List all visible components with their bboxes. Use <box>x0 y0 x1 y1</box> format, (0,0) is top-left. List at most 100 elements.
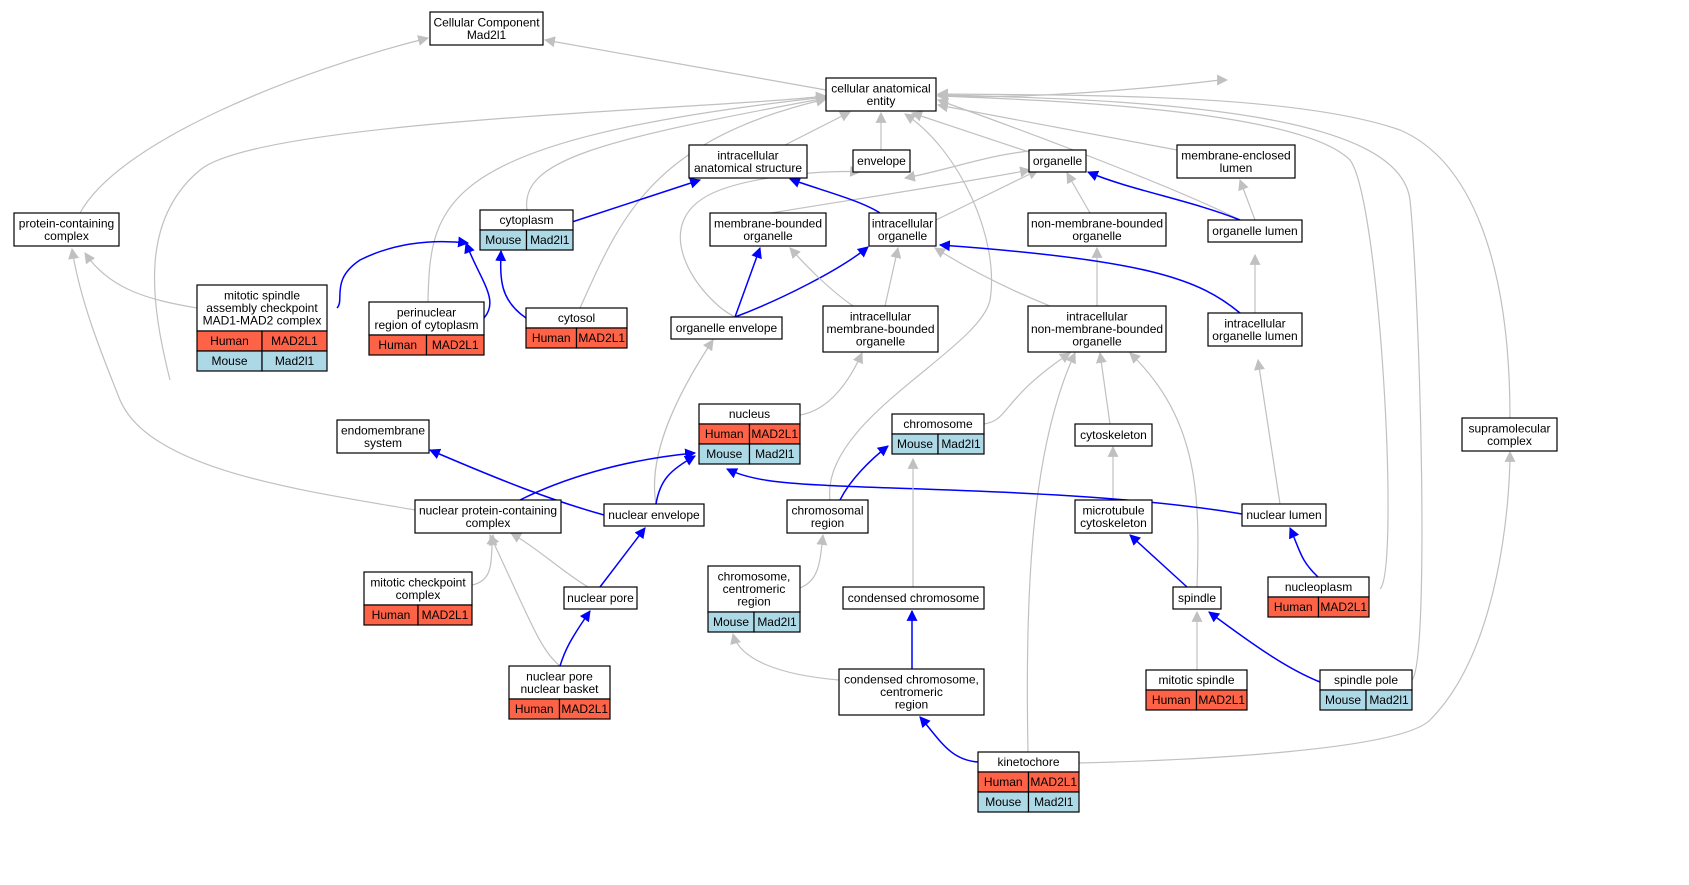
node-label: nuclear envelope <box>608 508 700 522</box>
edge-nplasm-nlum <box>1289 526 1319 578</box>
node-box <box>603 503 705 527</box>
node-olum[interactable]: organelle lumen <box>1207 219 1303 243</box>
edge-npore-npcc <box>510 532 589 588</box>
node-label: spindle <box>1178 591 1216 605</box>
node-box <box>825 77 937 112</box>
node-box <box>1027 212 1167 247</box>
edge-olum-org <box>1086 170 1241 221</box>
gene-label: MAD2L1 <box>561 702 608 716</box>
node-label: non-membrane-bounded <box>1031 216 1163 230</box>
node-label: membrane-bounded <box>714 216 822 230</box>
node-cysk[interactable]: cytoskeleton <box>1074 423 1153 447</box>
node-label: perinuclear <box>397 305 456 319</box>
gene-cell <box>1027 791 1080 813</box>
edge-npcc-pcc <box>68 247 416 511</box>
node-nenv[interactable]: nuclear envelope <box>603 503 705 527</box>
species-label: Mouse <box>897 437 933 451</box>
node-box <box>196 284 328 332</box>
species-label: Human <box>378 338 417 352</box>
node-box <box>363 571 473 606</box>
node-env[interactable]: envelope <box>852 149 911 173</box>
node-label: organelle <box>856 335 906 349</box>
edge-oenv-mbo <box>734 246 762 318</box>
node-label: intracellular <box>850 310 911 324</box>
node-label: complex <box>466 516 511 530</box>
node-npore[interactable]: nuclear pore <box>563 586 638 610</box>
node-label: nuclear pore <box>567 591 634 605</box>
edge-olum-cae <box>936 98 1241 221</box>
edge-imbo-mbo <box>789 247 854 307</box>
node-box <box>1207 312 1303 347</box>
node-box <box>1027 305 1167 353</box>
node-label: nuclear lumen <box>1246 508 1321 522</box>
edge-org-env-gap <box>903 149 1051 182</box>
node-label: Cellular Component <box>433 15 540 29</box>
gene-cell <box>1317 596 1370 618</box>
edge-npnb-npcc <box>489 534 561 667</box>
gene-cell <box>425 334 485 356</box>
node-label: assembly checkpoint <box>206 301 318 315</box>
node-box <box>688 144 808 179</box>
edge-msac-pcc <box>84 252 198 309</box>
node-label: chromosome <box>903 417 973 431</box>
node-label: chromosome, <box>718 570 791 584</box>
node-label: protein-containing <box>19 216 114 230</box>
node-box <box>707 565 801 613</box>
edge-nmbo-org <box>1066 172 1091 214</box>
node-label: nuclear protein-containing <box>419 503 557 517</box>
gene-cell <box>525 229 574 251</box>
node-inmbo[interactable]: intracellularnon-membrane-boundedorganel… <box>1027 305 1167 353</box>
edge-cyt-ias <box>571 177 702 223</box>
node-spindle[interactable]: spindle <box>1172 586 1222 610</box>
edge-nenv-endo <box>428 448 605 516</box>
node-label: chromosomal <box>791 503 863 517</box>
node-box <box>368 301 485 336</box>
edge-cytosol-cae <box>579 95 828 309</box>
node-oenv[interactable]: organelle envelope <box>670 316 783 340</box>
node-label: supramolecular <box>1468 421 1550 435</box>
node-label: region <box>811 516 844 530</box>
edge-spindle-inmbo <box>1129 352 1199 588</box>
node-org[interactable]: organelle <box>1028 149 1087 173</box>
node-cchrom[interactable]: condensed chromosome <box>842 586 985 610</box>
node-label: region <box>895 698 928 712</box>
node-box <box>1241 503 1327 527</box>
node-nlum[interactable]: nuclear lumen <box>1241 503 1327 527</box>
edge-kin-supra <box>1078 450 1516 764</box>
node-label: organelle <box>1072 335 1122 349</box>
node-label: centromeric <box>723 582 786 596</box>
edge-chreg-chrom <box>839 445 889 501</box>
edge-npcc-nucleus <box>519 448 697 501</box>
node-label: MAD1-MAD2 complex <box>203 314 322 328</box>
